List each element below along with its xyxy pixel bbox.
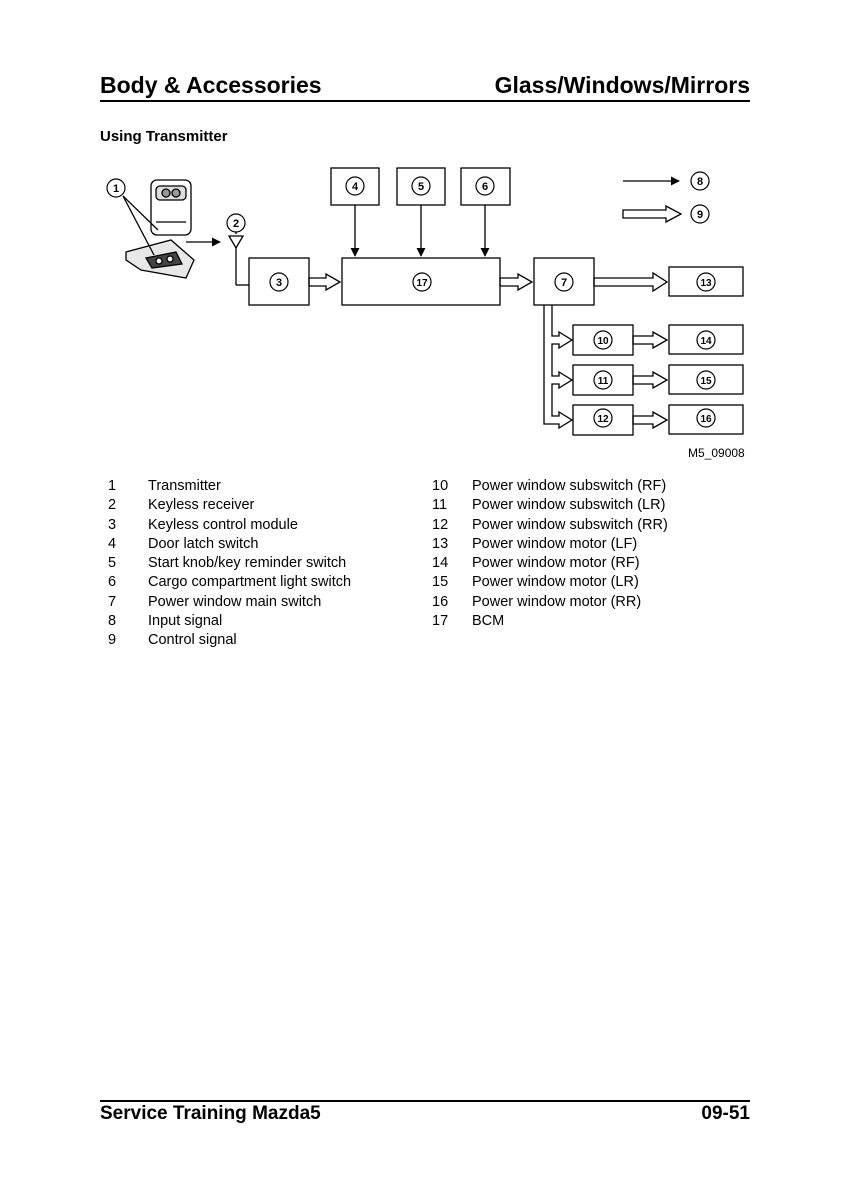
legend-number: 12 xyxy=(432,516,449,533)
legend-text: Transmitter xyxy=(148,478,221,494)
node-label: 4 xyxy=(352,181,359,193)
legend-text: Input signal xyxy=(148,613,223,630)
legend-item: 1 Transmitter xyxy=(108,477,408,496)
legend-text: Cargo compartment light switch xyxy=(148,574,352,591)
block-diagram: 1 2 3 4 5 6 7 8 9 10 11 12 13 14 15 16 1… xyxy=(106,167,744,436)
page-number: 09-51 xyxy=(701,1103,750,1124)
legend-text: Power window main switch xyxy=(148,593,322,610)
node-label: 6 xyxy=(482,181,488,193)
node-label: 9 xyxy=(697,209,703,221)
legend-left-column: 1 Transmitter 2 Keyless receiver 3 Keyless … xyxy=(108,477,408,651)
legend-text: Power window motor (LR) xyxy=(472,574,639,591)
legend-text: Power window motor (RF) xyxy=(472,555,640,572)
legend-number: 1 xyxy=(108,478,117,494)
legend-item: 8 Input signal xyxy=(108,612,408,631)
node-label: 14 xyxy=(700,336,712,347)
node-label: 13 xyxy=(700,278,712,289)
legend-text: Control signal xyxy=(148,632,237,649)
legend-item: 4 Door latch switch xyxy=(108,535,408,554)
legend-text: Keyless receiver xyxy=(148,497,255,514)
node-label: 5 xyxy=(418,181,424,193)
legend-text: Start knob/key reminder switch xyxy=(148,555,347,572)
legend-number: 2 xyxy=(108,497,117,514)
antenna-icon xyxy=(227,235,249,286)
legend-text: Power window subswitch (RR) xyxy=(472,516,668,533)
node-label: 3 xyxy=(276,277,282,289)
node-label: 1 xyxy=(113,183,119,195)
footer-title: Service Training Mazda5 xyxy=(100,1103,321,1124)
legend-item: 5 Start knob/key reminder switch xyxy=(108,554,408,573)
legend-item: 16 Power window motor (RR) xyxy=(432,593,752,612)
legend-number: 10 xyxy=(432,478,449,494)
node-label: 2 xyxy=(233,218,239,230)
legend-number: 15 xyxy=(432,574,449,591)
legend-number: 13 xyxy=(432,535,449,552)
legend-number: 16 xyxy=(432,593,449,610)
legend-item: 17 BCM xyxy=(432,612,752,631)
legend-item: 12 Power window subswitch (RR) xyxy=(432,516,752,535)
legend-number: 9 xyxy=(108,632,117,649)
header-chapter-title: Glass/Windows/Mirrors xyxy=(494,72,750,98)
figure-id: M5_09008 xyxy=(688,446,745,460)
legend-number: 4 xyxy=(108,535,117,552)
legend-item: 15 Power window motor (LR) xyxy=(432,573,752,592)
header-section-title: Body & Accessories xyxy=(100,72,322,98)
node-label: 17 xyxy=(416,278,428,289)
header-rule xyxy=(100,100,750,102)
legend-item: 6 Cargo compartment light switch xyxy=(108,573,408,592)
legend-number: 7 xyxy=(108,593,117,610)
legend-number: 6 xyxy=(108,574,117,591)
legend-text: BCM xyxy=(472,613,505,630)
node-label: 11 xyxy=(598,376,609,387)
legend-number: 17 xyxy=(432,613,449,630)
legend-item: 11 Power window subswitch (LR) xyxy=(432,496,752,515)
legend-text: Power window motor (LF) xyxy=(472,535,638,552)
legend-text: Keyless control module xyxy=(148,516,298,533)
legend-number: 8 xyxy=(108,613,117,630)
legend-item: 7 Power window main switch xyxy=(108,593,408,612)
transmitter-key-icon xyxy=(125,179,195,279)
legend-item: 13 Power window motor (LF) xyxy=(432,535,752,554)
legend-item: 3 Keyless control module xyxy=(108,516,408,535)
legend-number: 14 xyxy=(432,555,449,572)
legend-text: Power window motor (RR) xyxy=(472,593,642,610)
legend-item: 9 Control signal xyxy=(108,631,408,650)
legend-item: 10 Power window subswitch (RF) xyxy=(432,477,752,496)
node-label: 12 xyxy=(597,414,609,425)
node-label: 15 xyxy=(700,376,712,387)
legend-text: Power window subswitch (LR) xyxy=(472,497,666,514)
footer-rule xyxy=(100,1100,750,1102)
legend-item: 14 Power window motor (RF) xyxy=(432,554,752,573)
legend-number: 5 xyxy=(108,555,117,572)
node-label: 8 xyxy=(697,176,703,188)
legend-text: Power window subswitch (RF) xyxy=(472,478,667,494)
section-title: Using Transmitter xyxy=(100,128,228,145)
legend-number: 3 xyxy=(108,516,117,533)
legend-text: Door latch switch xyxy=(148,535,259,552)
legend-number: 11 xyxy=(432,497,448,514)
node-label: 7 xyxy=(561,277,567,289)
node-label: 10 xyxy=(597,336,609,347)
node-label: 16 xyxy=(700,414,712,425)
legend-item: 2 Keyless receiver xyxy=(108,496,408,515)
